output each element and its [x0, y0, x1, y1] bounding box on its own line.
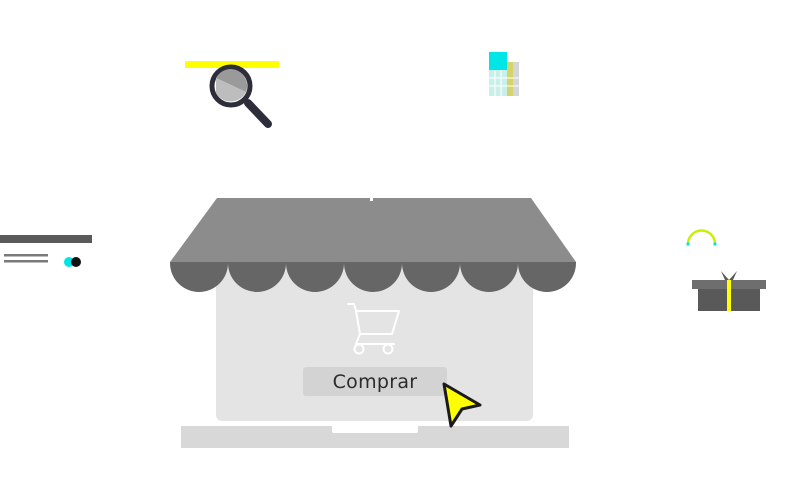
bar-chart-icon	[489, 52, 519, 96]
buy-button-bg	[303, 367, 447, 396]
cursor-pointer-icon	[442, 382, 482, 428]
text-lines-decoration	[0, 235, 92, 263]
headphones-icon	[686, 229, 717, 246]
toggle-switch-icon	[64, 257, 81, 267]
buy-button[interactable]: Comprar	[332, 370, 418, 393]
gift-box-icon	[692, 271, 766, 311]
store-body	[216, 262, 533, 421]
search-icon	[185, 61, 279, 128]
shopping-cart-icon	[347, 303, 400, 355]
store-awning	[170, 198, 576, 292]
store-counter	[181, 421, 569, 448]
